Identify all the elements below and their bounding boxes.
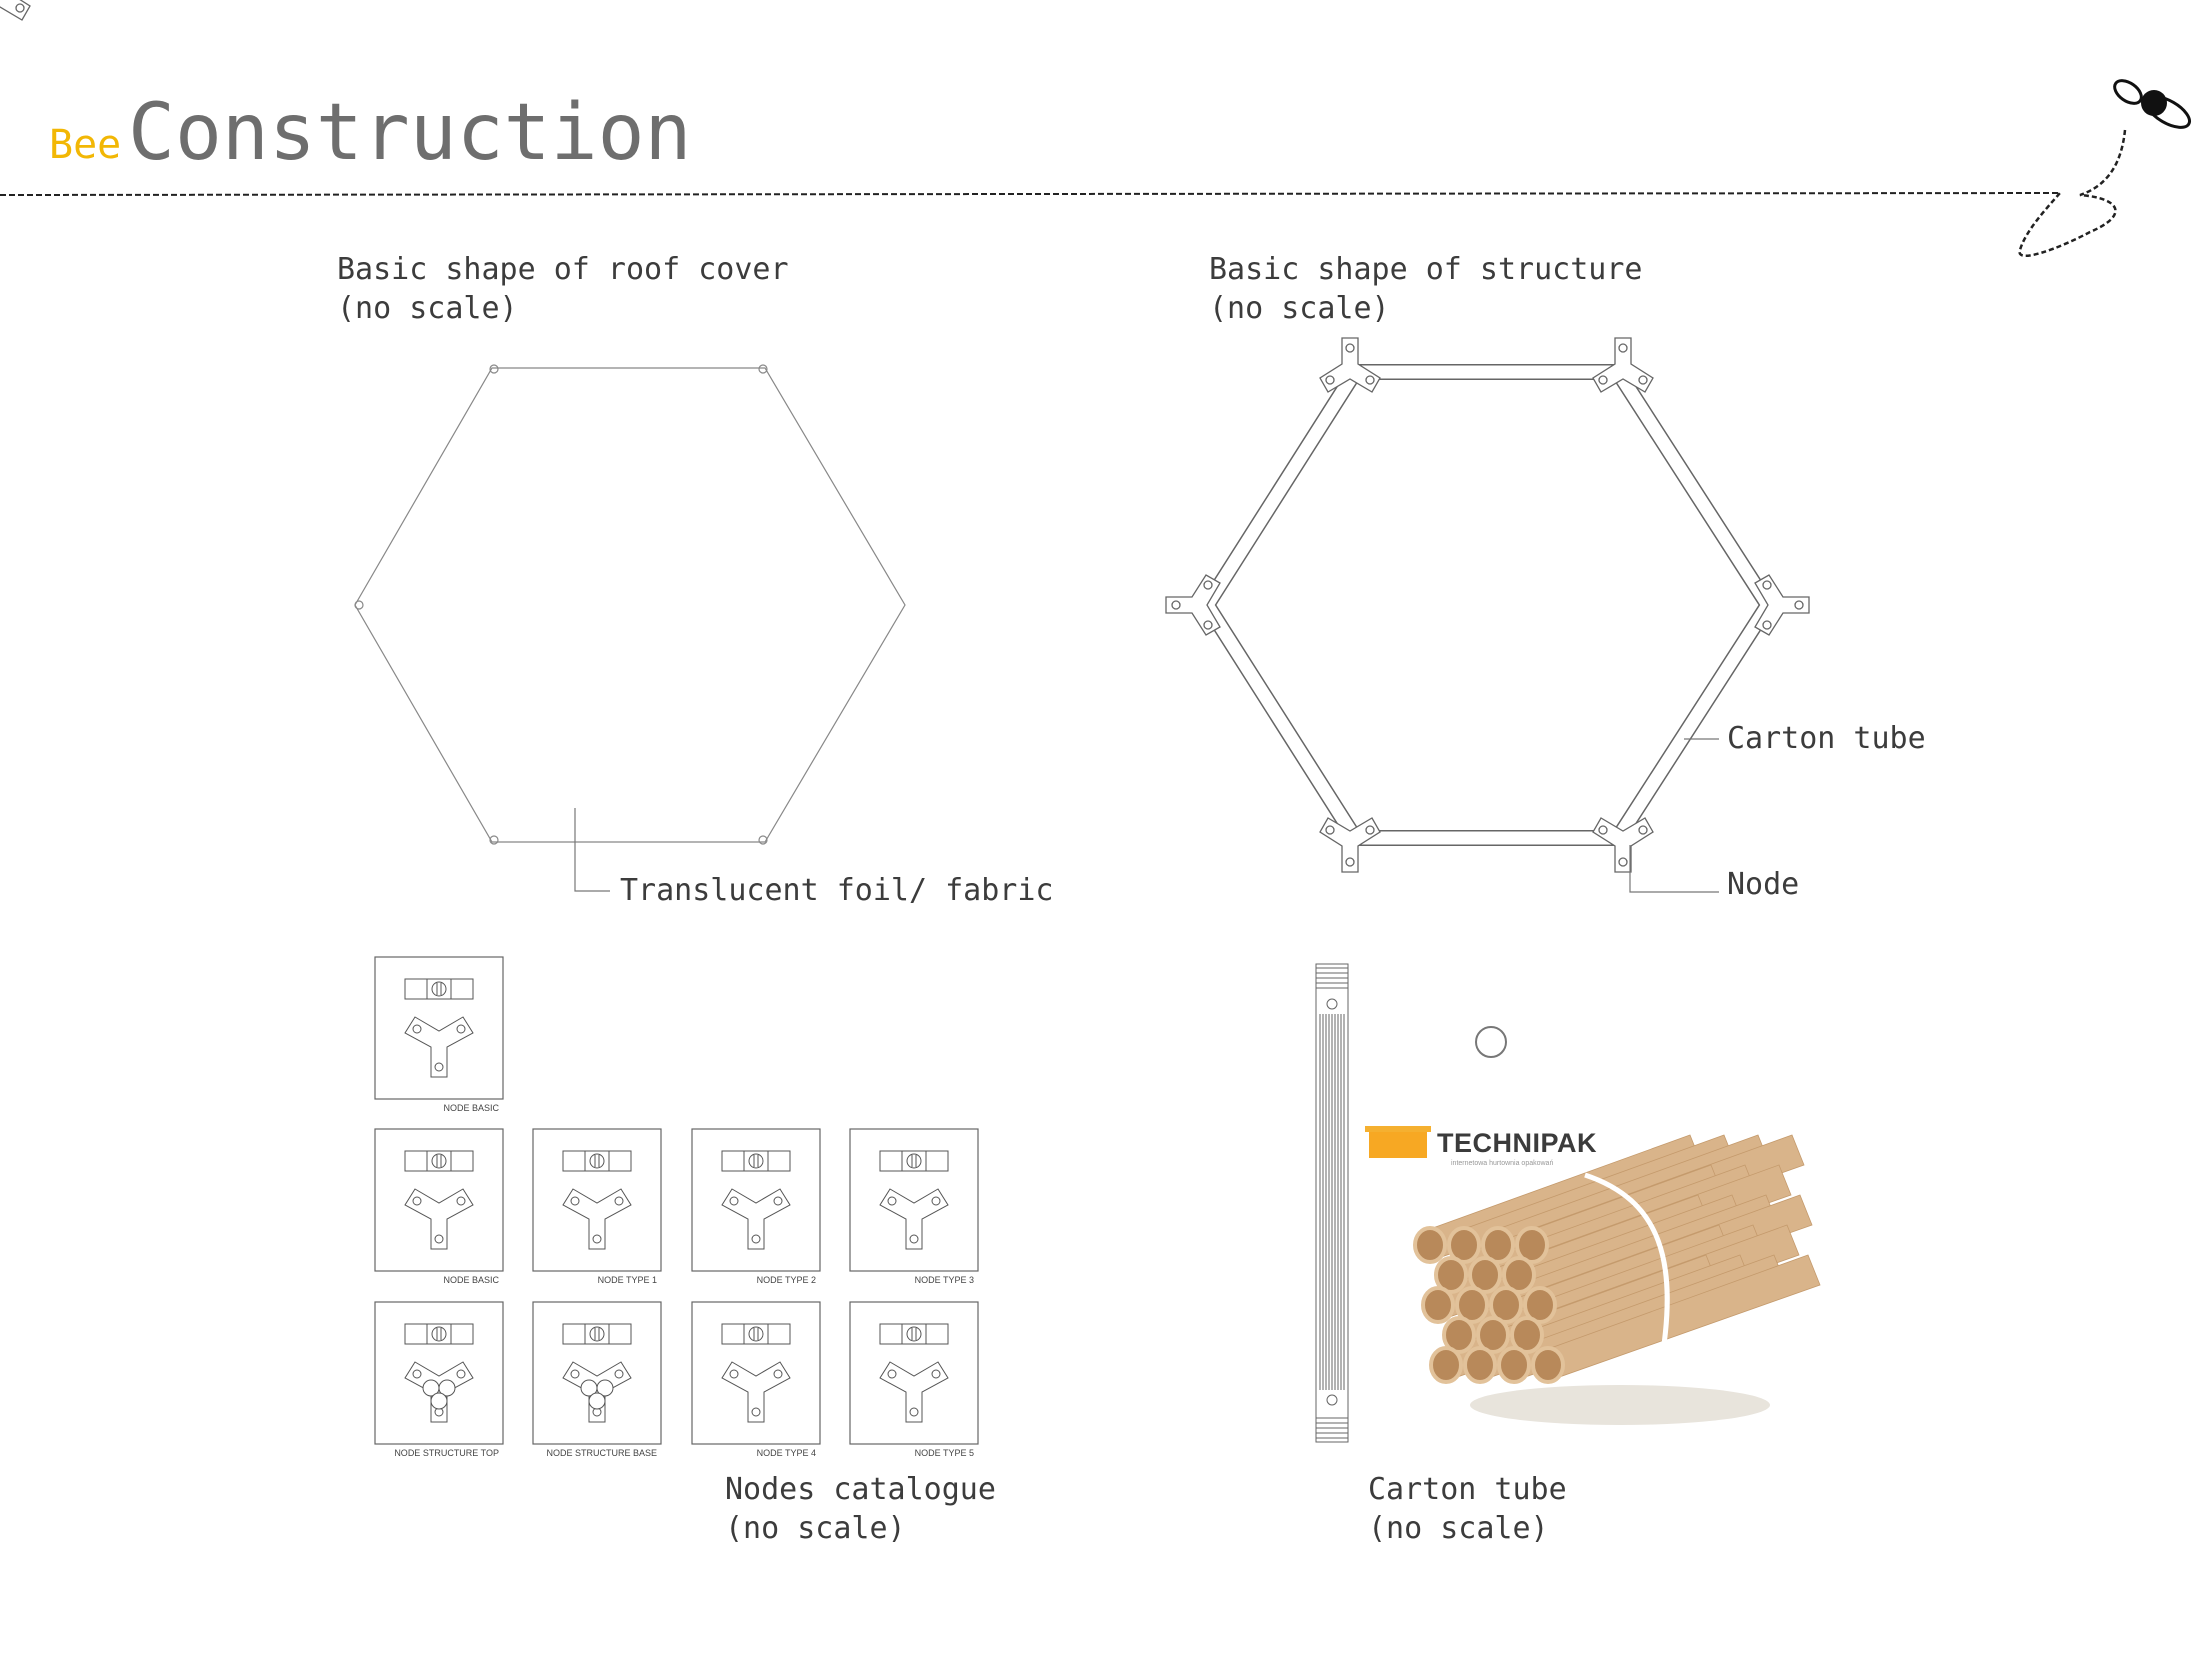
nodes-catalogue xyxy=(374,956,979,1445)
tube-end xyxy=(1489,1286,1523,1324)
node-catalogue-item xyxy=(691,1128,821,1272)
structure-title: Basic shape of structure xyxy=(1209,252,1643,287)
node-catalogue-item xyxy=(532,1128,662,1272)
tube-end xyxy=(1468,1256,1502,1294)
tube-end xyxy=(1447,1226,1481,1264)
header-dashed-line xyxy=(0,192,2061,196)
tube-end xyxy=(1413,1226,1447,1264)
tube-end xyxy=(1515,1226,1549,1264)
node-catalogue-label: NODE BASIC xyxy=(443,1275,499,1285)
carton-tube-elevation xyxy=(1315,963,1349,1443)
node-catalogue-label: NODE BASIC xyxy=(443,1103,499,1113)
tube-end xyxy=(1421,1286,1455,1324)
node-catalogue-item xyxy=(374,1128,504,1272)
node-callout-label: Node xyxy=(1727,867,1800,902)
node-catalogue-label: NODE STRUCTURE BASE xyxy=(546,1448,657,1458)
carton-tubes-photo xyxy=(1413,1134,1821,1425)
node-catalogue-label: NODE TYPE 5 xyxy=(914,1448,974,1458)
roof-callout-label: Translucent foil/ fabric xyxy=(620,873,1054,908)
tube-scale-note: (no scale) xyxy=(1368,1511,1549,1546)
page-title: Construction xyxy=(128,88,692,178)
node-callout-leader xyxy=(1629,845,1719,893)
structure-node xyxy=(0,0,31,21)
bee-trail xyxy=(2018,129,2127,257)
tube-end xyxy=(1455,1286,1489,1324)
node-catalogue-item xyxy=(849,1128,979,1272)
catalogue-title: Nodes catalogue xyxy=(725,1472,996,1507)
structure-hexagon xyxy=(0,0,1778,846)
node-catalogue-item xyxy=(532,1301,662,1445)
tube-end xyxy=(1497,1346,1531,1384)
node-catalogue-label: NODE TYPE 2 xyxy=(756,1275,816,1285)
node-catalogue-label: NODE TYPE 3 xyxy=(914,1275,974,1285)
title-prefix: Bee xyxy=(49,122,122,168)
bee-icon xyxy=(2113,79,2191,129)
tube-title: Carton tube xyxy=(1368,1472,1567,1507)
roof-scale-note: (no scale) xyxy=(337,291,518,326)
tube-end xyxy=(1502,1256,1536,1294)
node-catalogue-label: NODE TYPE 4 xyxy=(756,1448,816,1458)
tube-end xyxy=(1510,1316,1544,1354)
tube-end xyxy=(1476,1316,1510,1354)
node-catalogue-label: NODE TYPE 1 xyxy=(597,1275,657,1285)
node-catalogue-item xyxy=(691,1301,821,1445)
tube-end xyxy=(1429,1346,1463,1384)
roof-hexagon xyxy=(354,364,906,845)
tube-end xyxy=(1523,1286,1557,1324)
node-catalogue-item xyxy=(374,956,504,1100)
catalogue-scale-note: (no scale) xyxy=(725,1511,906,1546)
tube-end xyxy=(1531,1346,1565,1384)
node-catalogue-item xyxy=(374,1301,504,1445)
node-catalogue-item xyxy=(849,1301,979,1445)
box-icon xyxy=(1365,1125,1431,1158)
structure-scale-note: (no scale) xyxy=(1209,291,1390,326)
roof-title: Basic shape of roof cover xyxy=(337,252,789,287)
brand-tagline: internetowa hurtownia opakowań xyxy=(1451,1160,1554,1167)
tube-end xyxy=(1463,1346,1497,1384)
carton-tube-section xyxy=(1475,1026,1507,1058)
brand-name: TECHNIPAK xyxy=(1437,1128,1598,1158)
technipak-logo: TECHNIPAK internetowa hurtownia opakowań xyxy=(1365,1125,1598,1167)
tube-end xyxy=(1442,1316,1476,1354)
tube-callout-label: Carton tube xyxy=(1727,721,1926,756)
node-catalogue-label: NODE STRUCTURE TOP xyxy=(394,1448,499,1458)
tube-end xyxy=(1434,1256,1468,1294)
roof-callout-leader xyxy=(574,808,610,892)
tube-end xyxy=(1481,1226,1515,1264)
